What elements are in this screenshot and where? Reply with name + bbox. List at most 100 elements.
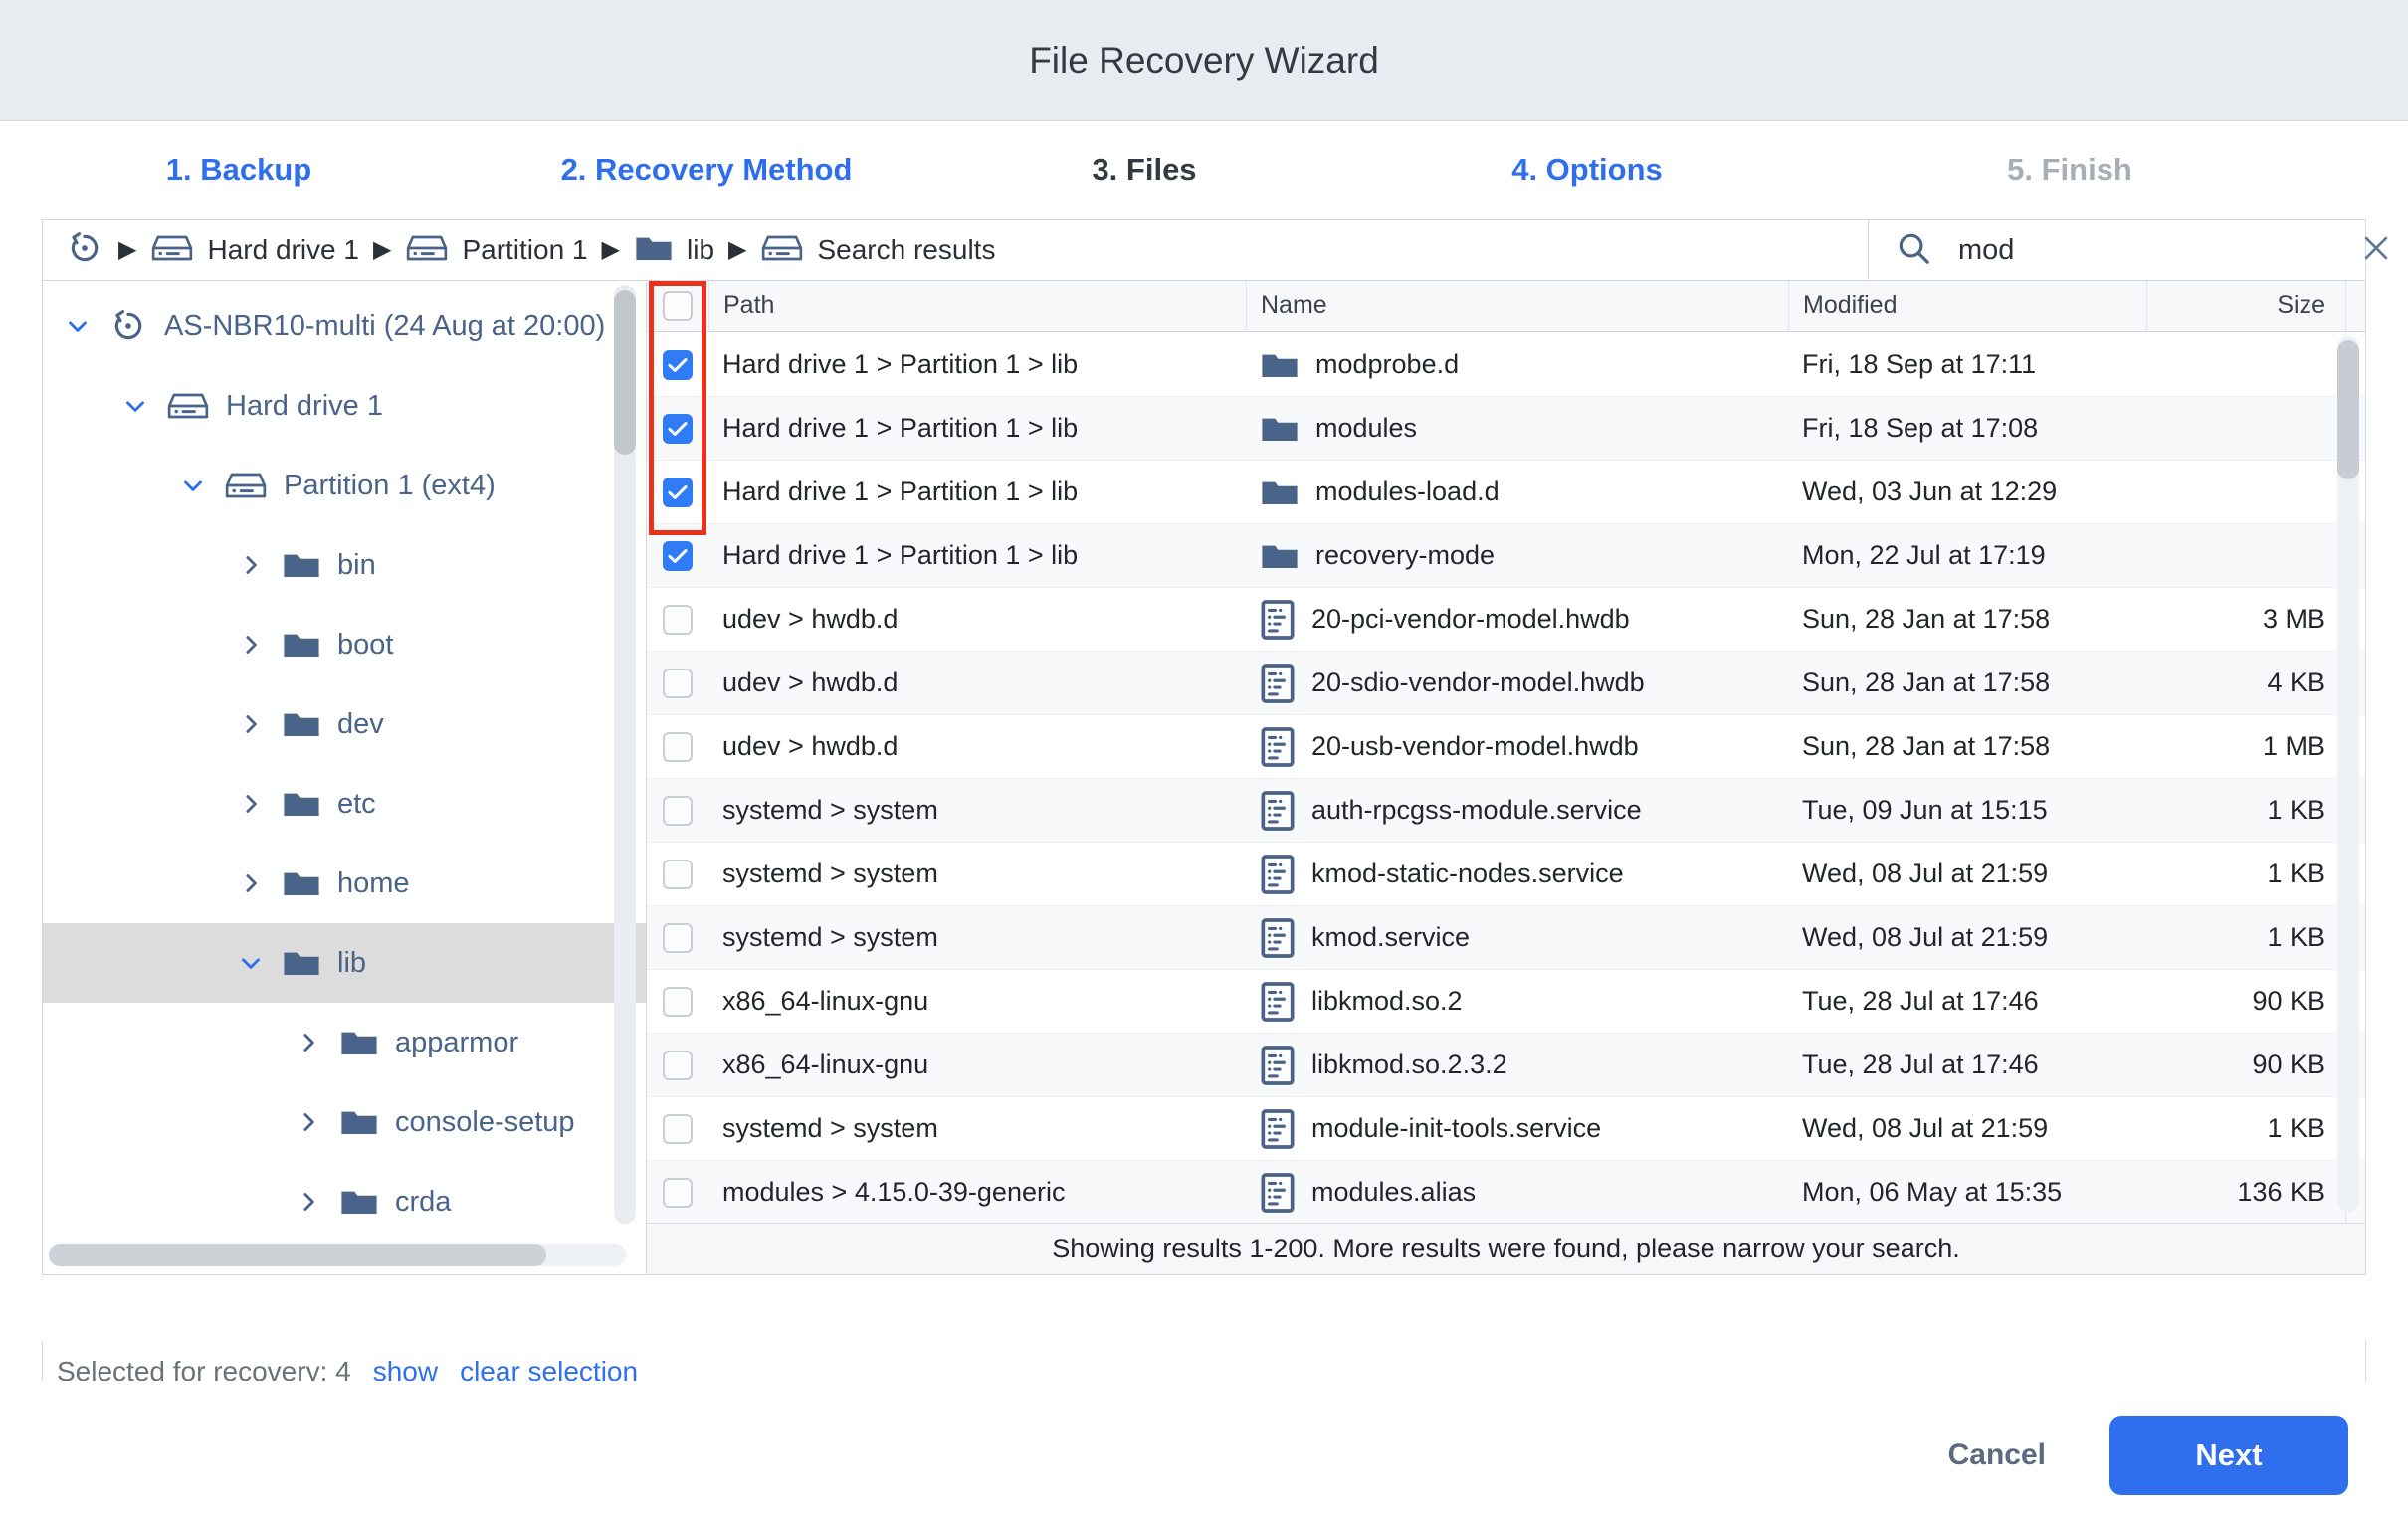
chevron-right-icon[interactable]: [236, 868, 266, 898]
chevron-down-icon[interactable]: [236, 948, 266, 978]
cell-size: 1 KB: [2267, 922, 2325, 952]
step-files[interactable]: 3. Files: [1092, 152, 1197, 187]
tree-vertical-scroll-thumb[interactable]: [614, 290, 636, 455]
close-icon[interactable]: [2359, 231, 2393, 270]
search-box[interactable]: [1868, 220, 2388, 280]
column-header-size[interactable]: Size: [2146, 281, 2345, 331]
step-recovery-method[interactable]: 2. Recovery Method: [560, 152, 853, 187]
row-checkbox-cell[interactable]: [647, 922, 708, 953]
search-input[interactable]: [1958, 233, 2333, 267]
breadcrumb-item-hard-drive-1[interactable]: Hard drive 1: [150, 232, 359, 269]
row-checkbox[interactable]: [663, 731, 693, 762]
column-header-path[interactable]: Path: [708, 281, 1246, 331]
row-checkbox[interactable]: [663, 349, 693, 380]
cell-modified: Tue, 28 Jul at 17:46: [1802, 1050, 2039, 1079]
row-checkbox-cell[interactable]: [647, 604, 708, 635]
tree-node-crda[interactable]: crda: [43, 1162, 646, 1242]
row-checkbox-cell[interactable]: [647, 1177, 708, 1208]
breadcrumb-item-backup[interactable]: [65, 228, 104, 273]
tree-node-home[interactable]: home: [43, 844, 646, 923]
cell-name-label: auth-rpcgss-module.service: [1311, 795, 1642, 825]
next-button[interactable]: Next: [2109, 1416, 2348, 1495]
row-checkbox[interactable]: [663, 413, 693, 444]
chevron-right-icon[interactable]: [236, 709, 266, 739]
chevron-right-icon[interactable]: [294, 1107, 323, 1137]
row-checkbox-cell[interactable]: [647, 795, 708, 826]
cell-size: [2146, 397, 2345, 460]
tree-node-apparmor[interactable]: apparmor: [43, 1003, 646, 1082]
tree-node-bin[interactable]: bin: [43, 525, 646, 605]
step-backup[interactable]: 1. Backup: [165, 152, 312, 187]
tree-node-hard-drive-1[interactable]: Hard drive 1: [43, 366, 646, 446]
select-all-checkbox[interactable]: [663, 290, 693, 321]
row-checkbox-cell[interactable]: [647, 413, 708, 444]
row-checkbox[interactable]: [663, 668, 693, 698]
chevron-right-icon[interactable]: [236, 789, 266, 819]
column-header-modified[interactable]: Modified: [1788, 281, 2146, 331]
tree-node-partition-1-ext4[interactable]: Partition 1 (ext4): [43, 446, 646, 525]
results-vertical-scrollbar[interactable]: [2337, 336, 2359, 1212]
breadcrumb-item-lib[interactable]: lib: [634, 232, 714, 269]
row-checkbox[interactable]: [663, 1113, 693, 1144]
chevron-down-icon[interactable]: [178, 471, 208, 500]
cell-name: module-init-tools.service: [1246, 1097, 1788, 1160]
tree-node-dev[interactable]: dev: [43, 684, 646, 764]
tree-horizontal-scroll-thumb[interactable]: [49, 1244, 546, 1266]
tree-node-lib[interactable]: lib: [43, 923, 646, 1003]
row-checkbox-cell[interactable]: [647, 986, 708, 1017]
breadcrumb-item-search-results[interactable]: Search results: [760, 232, 995, 269]
row-checkbox[interactable]: [663, 1177, 693, 1208]
document-icon: [1260, 663, 1296, 703]
row-checkbox[interactable]: [663, 922, 693, 953]
row-checkbox-cell[interactable]: [647, 731, 708, 762]
row-checkbox-cell[interactable]: [647, 1113, 708, 1144]
chevron-right-icon[interactable]: [294, 1028, 323, 1057]
cell-name: modules: [1246, 397, 1788, 460]
row-checkbox[interactable]: [663, 1050, 693, 1080]
row-checkbox[interactable]: [663, 859, 693, 889]
row-checkbox-cell[interactable]: [647, 859, 708, 889]
row-checkbox-cell[interactable]: [647, 668, 708, 698]
tree-node-console-setup[interactable]: console-setup: [43, 1082, 646, 1162]
row-checkbox[interactable]: [663, 540, 693, 571]
step-options[interactable]: 4. Options: [1511, 152, 1663, 187]
chevron-down-icon[interactable]: [63, 311, 93, 341]
results-vertical-scroll-thumb[interactable]: [2337, 340, 2359, 479]
row-checkbox[interactable]: [663, 795, 693, 826]
row-checkbox-cell[interactable]: [647, 540, 708, 571]
tree-vertical-scrollbar[interactable]: [614, 285, 636, 1224]
tree-horizontal-scrollbar[interactable]: [49, 1244, 626, 1266]
cancel-button[interactable]: Cancel: [1947, 1438, 2046, 1471]
breadcrumb-item-partition-1[interactable]: Partition 1: [405, 232, 588, 269]
chevron-right-icon[interactable]: [236, 630, 266, 660]
row-checkbox-cell[interactable]: [647, 1050, 708, 1080]
row-checkbox-cell[interactable]: [647, 349, 708, 380]
tree-node-as-nbr10-multi-24-aug-at-20-00[interactable]: AS-NBR10-multi (24 Aug at 20:00): [43, 287, 646, 366]
folder-icon: [1260, 540, 1300, 572]
row-checkbox[interactable]: [663, 604, 693, 635]
select-all-checkbox-cell[interactable]: [647, 290, 708, 321]
tree-node-boot[interactable]: boot: [43, 605, 646, 684]
row-checkbox[interactable]: [663, 477, 693, 507]
chevron-down-icon[interactable]: [120, 391, 150, 421]
chevron-right-icon[interactable]: [294, 1187, 323, 1217]
row-checkbox[interactable]: [663, 986, 693, 1017]
chevron-right-icon[interactable]: [236, 550, 266, 580]
tree-node-etc[interactable]: etc: [43, 764, 646, 844]
row-checkbox-cell[interactable]: [647, 477, 708, 507]
column-header-name[interactable]: Name: [1246, 281, 1788, 331]
